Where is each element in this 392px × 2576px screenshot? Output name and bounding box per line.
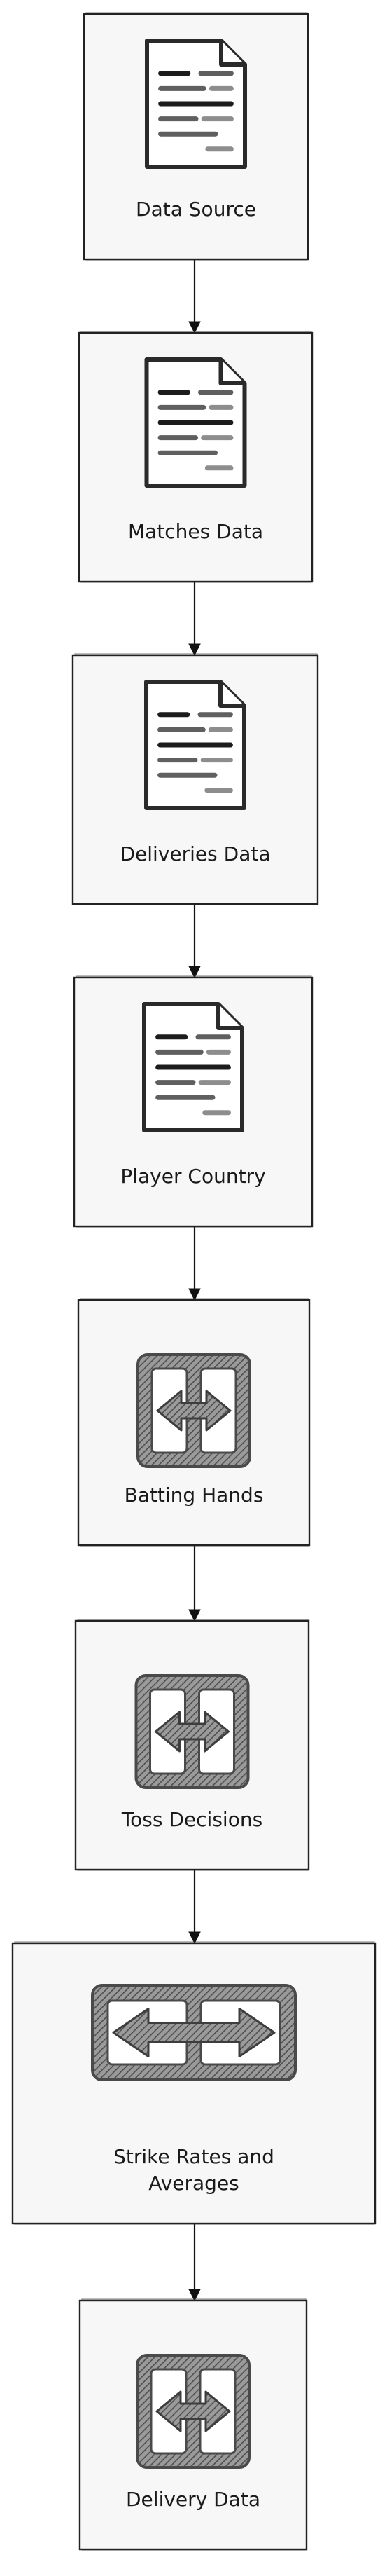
arrow-head-icon xyxy=(188,1288,201,1301)
document-icon xyxy=(145,39,247,169)
edge-batting-hands-to-toss-decisions xyxy=(188,1545,201,1622)
transform-icon xyxy=(134,1674,250,1789)
node-label: Batting Hands xyxy=(125,1484,264,1507)
edge-toss-decisions-to-strike-rates-and-averages xyxy=(188,1870,201,1945)
edges-layer xyxy=(188,259,201,2302)
doc-fold-shape xyxy=(218,682,244,708)
node-matches-data[interactable]: Matches Data xyxy=(78,331,314,583)
doc-fold-shape xyxy=(216,1004,242,1030)
node-player-country[interactable]: Player Country xyxy=(73,975,314,1228)
edge-player-country-to-batting-hands xyxy=(188,1226,201,1301)
transform-icon xyxy=(136,2354,251,2469)
doc-fold-shape xyxy=(219,41,245,67)
edge-strike-rates-and-averages-to-delivery-data xyxy=(188,2224,201,2302)
node-data-source[interactable]: Data Source xyxy=(83,12,309,261)
arrow-head-icon xyxy=(188,1609,201,1622)
node-label: Delivery Data xyxy=(126,2488,260,2511)
double-arrow-icon xyxy=(155,2390,231,2432)
document-icon xyxy=(142,1002,244,1132)
node-label: Strike Rates and xyxy=(113,2145,274,2168)
node-batting-hands[interactable]: Batting Hands xyxy=(77,1298,311,1547)
node-label: Deliveries Data xyxy=(120,842,270,865)
double-arrow-icon xyxy=(155,1711,230,1753)
double-arrow-icon xyxy=(112,2008,276,2057)
node-label: Averages xyxy=(148,2172,239,2195)
node-toss-decisions[interactable]: Toss Decisions xyxy=(74,1619,310,1871)
double-arrow-icon xyxy=(156,1390,232,1432)
transform-icon xyxy=(91,1984,297,2081)
doc-fold-shape xyxy=(218,359,245,385)
node-deliveries-data[interactable]: Deliveries Data xyxy=(71,653,319,905)
document-icon xyxy=(144,680,246,810)
node-label: Player Country xyxy=(120,1165,265,1188)
arrow-head-icon xyxy=(188,1931,201,1945)
node-delivery-data[interactable]: Delivery Data xyxy=(78,2298,308,2551)
edge-deliveries-data-to-player-country xyxy=(188,904,201,979)
node-label: Data Source xyxy=(136,198,256,221)
node-label: Matches Data xyxy=(128,520,263,543)
arrow-head-icon xyxy=(188,2289,201,2302)
transform-icon xyxy=(136,1353,251,1468)
arrow-head-icon xyxy=(188,966,201,979)
arrow-head-icon xyxy=(188,321,201,334)
arrow-head-icon xyxy=(188,643,201,657)
edge-matches-data-to-deliveries-data xyxy=(188,582,201,657)
node-label: Toss Decisions xyxy=(121,1808,262,1831)
edge-data-source-to-matches-data xyxy=(188,259,201,334)
document-icon xyxy=(144,357,247,488)
